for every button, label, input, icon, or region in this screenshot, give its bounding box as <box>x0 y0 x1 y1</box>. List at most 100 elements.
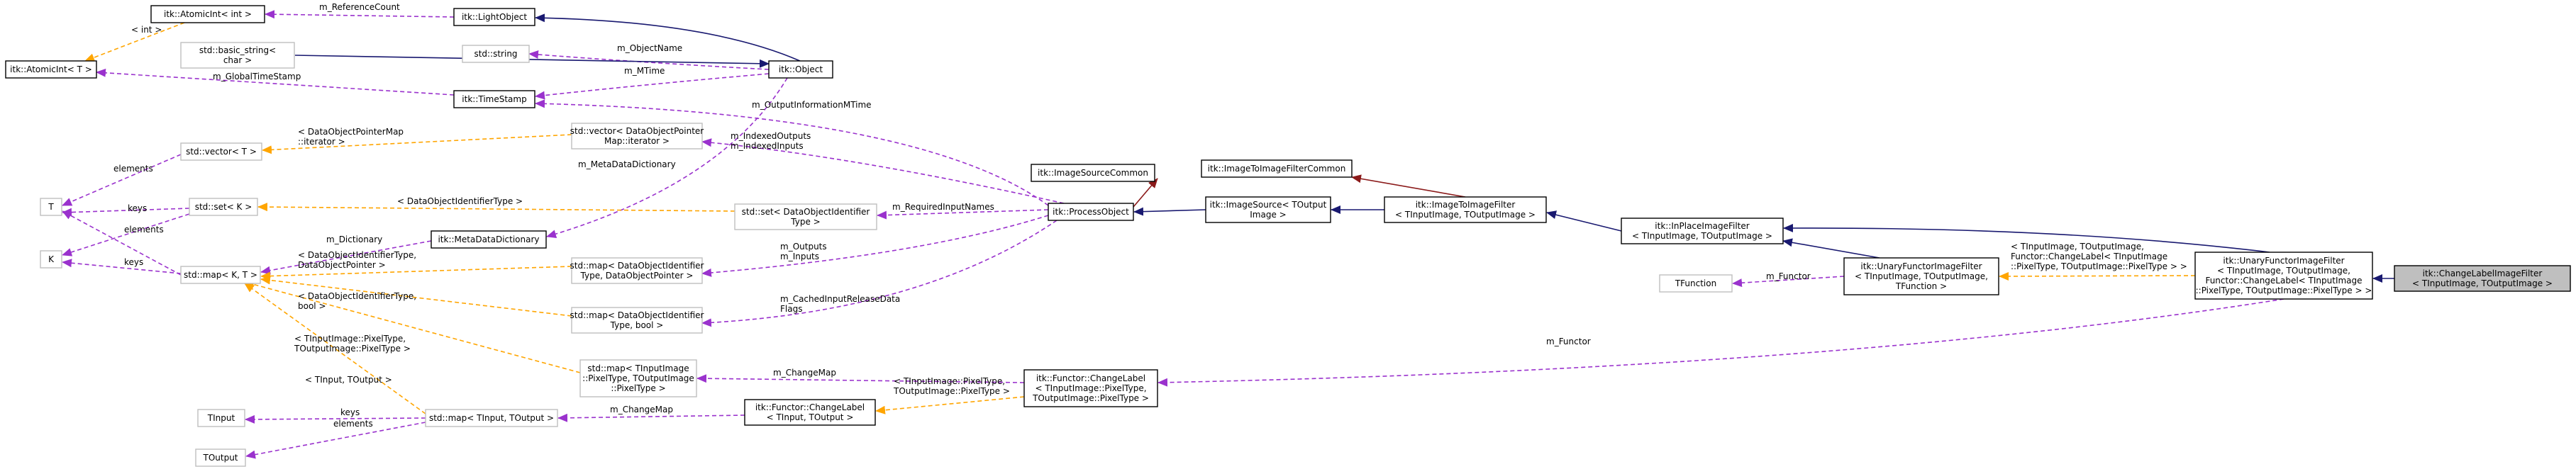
node-box <box>197 409 245 427</box>
node-label: < TInputImage, TOutputImage > <box>1395 210 1536 220</box>
node-basic-string[interactable]: std::basic_string<char > <box>180 42 295 69</box>
edge-usage <box>557 413 745 422</box>
node-unary-cl[interactable]: itk::UnaryFunctorImageFilter< TInputImag… <box>2194 252 2373 300</box>
edge-label-doit-dop: < DataObjectIdentifierType, <box>298 250 416 260</box>
node-box <box>1659 274 1733 293</box>
node-box <box>1384 196 1547 223</box>
node-box <box>180 42 295 69</box>
node-t[interactable]: T <box>40 198 62 216</box>
node-box <box>734 203 877 230</box>
node-box <box>462 45 530 63</box>
node-box <box>180 142 262 161</box>
node-itif[interactable]: itk::ImageToImageFilter< TInputImage, TO… <box>1384 196 1547 223</box>
node-label: std::set< DataObjectIdentifier <box>742 207 870 217</box>
node-label: std::basic_string< <box>199 45 276 55</box>
edge-usage <box>535 99 1049 206</box>
node-label: std::vector< T > <box>186 147 257 157</box>
node-box <box>1843 257 1999 295</box>
edge-label-doit-type: < DataObjectIdentifierType > <box>397 196 523 206</box>
node-atomicint-t[interactable]: itk::AtomicInt< T > <box>5 60 97 79</box>
edge-private <box>1351 174 1466 198</box>
node-label: ::PixelType > <box>611 383 665 393</box>
node-label: T <box>48 202 54 212</box>
node-label: itk::Functor::ChangeLabel <box>1036 373 1145 383</box>
edge-usage <box>62 154 182 206</box>
node-itifcommon[interactable]: itk::ImageToImageFilterCommon <box>1201 159 1353 178</box>
edge-label-pixel-types-map: TOutputImage::PixelType > <box>294 344 411 354</box>
node-changelabelfilter[interactable]: itk::ChangeLabelImageFilter< TInputImage… <box>2394 265 2571 292</box>
node-box <box>571 123 703 149</box>
node-box <box>195 448 246 467</box>
node-map-kt[interactable]: std::map< K, T > <box>180 266 261 284</box>
node-label: TOutput <box>202 453 238 463</box>
node-functor-cl-img[interactable]: itk::Functor::ChangeLabel< TInputImage::… <box>1023 369 1158 407</box>
node-imagesourcecommon[interactable]: itk::ImageSourceCommon <box>1031 164 1155 182</box>
node-label: Type, bool > <box>610 320 664 330</box>
edge-label-doit-bool: bool > <box>298 301 326 311</box>
node-timestamp[interactable]: itk::TimeStamp <box>453 90 535 108</box>
node-label: itk::ImageSourceCommon <box>1038 168 1148 178</box>
edge-usage <box>696 374 1025 383</box>
node-map-pixel[interactable]: std::map< TInputImage::PixelType, TOutpu… <box>579 359 697 397</box>
node-k[interactable]: K <box>40 250 62 269</box>
node-label: itk::ImageToImageFilterCommon <box>1208 164 1346 174</box>
edge-label-elements-tout: elements <box>333 419 373 429</box>
edge-label-elements-set: elements <box>124 225 164 235</box>
node-map-doit-dop[interactable]: std::map< DataObjectIdentifierType, Data… <box>570 257 704 284</box>
node-set-k[interactable]: std::set< K > <box>189 198 258 216</box>
edge-usage <box>260 240 432 275</box>
node-processobject[interactable]: itk::ProcessObject <box>1048 203 1134 221</box>
node-box <box>579 359 697 397</box>
node-metadatadictionary[interactable]: itk::MetaDataDictionary <box>431 230 547 249</box>
node-label: itk::LightObject <box>462 12 527 22</box>
edge-label-pixel-types-functor: TOutputImage::PixelType > <box>893 386 1010 396</box>
node-map-tin-tout[interactable]: std::map< TInput, TOutput > <box>425 409 558 427</box>
node-toutput[interactable]: TOutput <box>195 448 246 467</box>
node-functor-cl[interactable]: itk::Functor::ChangeLabel< TInput, TOutp… <box>744 399 876 426</box>
node-label: TFunction <box>1675 278 1716 288</box>
node-tfunction[interactable]: TFunction <box>1659 274 1733 293</box>
edge-label-indexed-outputs: m_IndexedOutputs <box>731 131 811 141</box>
node-map-doit-bool[interactable]: std::map< DataObjectIdentifierType, bool… <box>570 307 704 334</box>
edge-usage <box>62 208 190 217</box>
edge-label-pixel-types-map: < TInputImage::PixelType, <box>294 334 406 344</box>
node-label: itk::ProcessObject <box>1053 207 1129 217</box>
edge-label-outputs-inputs: m_Outputs <box>780 242 827 252</box>
node-label: itk::AtomicInt< int > <box>164 9 252 19</box>
node-inplace[interactable]: itk::InPlaceImageFilter< TInputImage, TO… <box>1621 218 1784 244</box>
node-box <box>571 257 703 284</box>
node-lightobject[interactable]: itk::LightObject <box>453 8 535 26</box>
edge-usage <box>62 213 190 256</box>
node-set-doit[interactable]: std::set< DataObjectIdentifierType > <box>734 203 877 230</box>
edge-usage <box>1157 298 2284 387</box>
node-label: std::string <box>474 49 517 59</box>
node-std-string[interactable]: std::string <box>462 45 530 63</box>
edge-label-functor-cl-label: Functor::ChangeLabel< TInputImage <box>2011 252 2167 261</box>
node-label: std::map< TInputImage <box>587 363 689 373</box>
node-tinput[interactable]: TInput <box>197 409 245 427</box>
edge-label-change-map: m_ChangeMap <box>610 405 673 414</box>
node-label: < TInputImage, TOutputImage, <box>1855 271 1988 281</box>
node-imagesource[interactable]: itk::ImageSource< TOutputImage > <box>1205 196 1331 223</box>
edge-template <box>260 276 572 317</box>
node-atomicint-int[interactable]: itk::AtomicInt< int > <box>150 5 265 23</box>
node-box <box>571 307 703 334</box>
edge-label-elements-vec: elements <box>113 164 153 174</box>
node-vector-dop[interactable]: std::vector< DataObjectPointerMap::itera… <box>570 123 704 149</box>
node-unary-tf[interactable]: itk::UnaryFunctorImageFilter< TInputImag… <box>1843 257 1999 295</box>
node-box <box>150 5 265 23</box>
node-object[interactable]: itk::Object <box>768 60 833 79</box>
node-box <box>180 266 261 284</box>
node-box <box>1621 218 1784 244</box>
edge-label-functor-cl-label: ::PixelType, TOutputImage::PixelType > > <box>2011 261 2187 271</box>
edge-inherit <box>1783 223 2270 253</box>
edge-usage <box>245 414 426 424</box>
edge-label-functor-tf: m_Functor <box>1766 271 1811 281</box>
edge-usage <box>1732 276 1845 288</box>
node-label: < TInput, TOutput > <box>767 412 854 422</box>
node-vector-t[interactable]: std::vector< T > <box>180 142 262 161</box>
node-label: itk::Functor::ChangeLabel <box>755 402 865 412</box>
node-label: std::map< DataObjectIdentifier <box>570 310 704 320</box>
node-label: itk::AtomicInt< T > <box>10 64 92 74</box>
